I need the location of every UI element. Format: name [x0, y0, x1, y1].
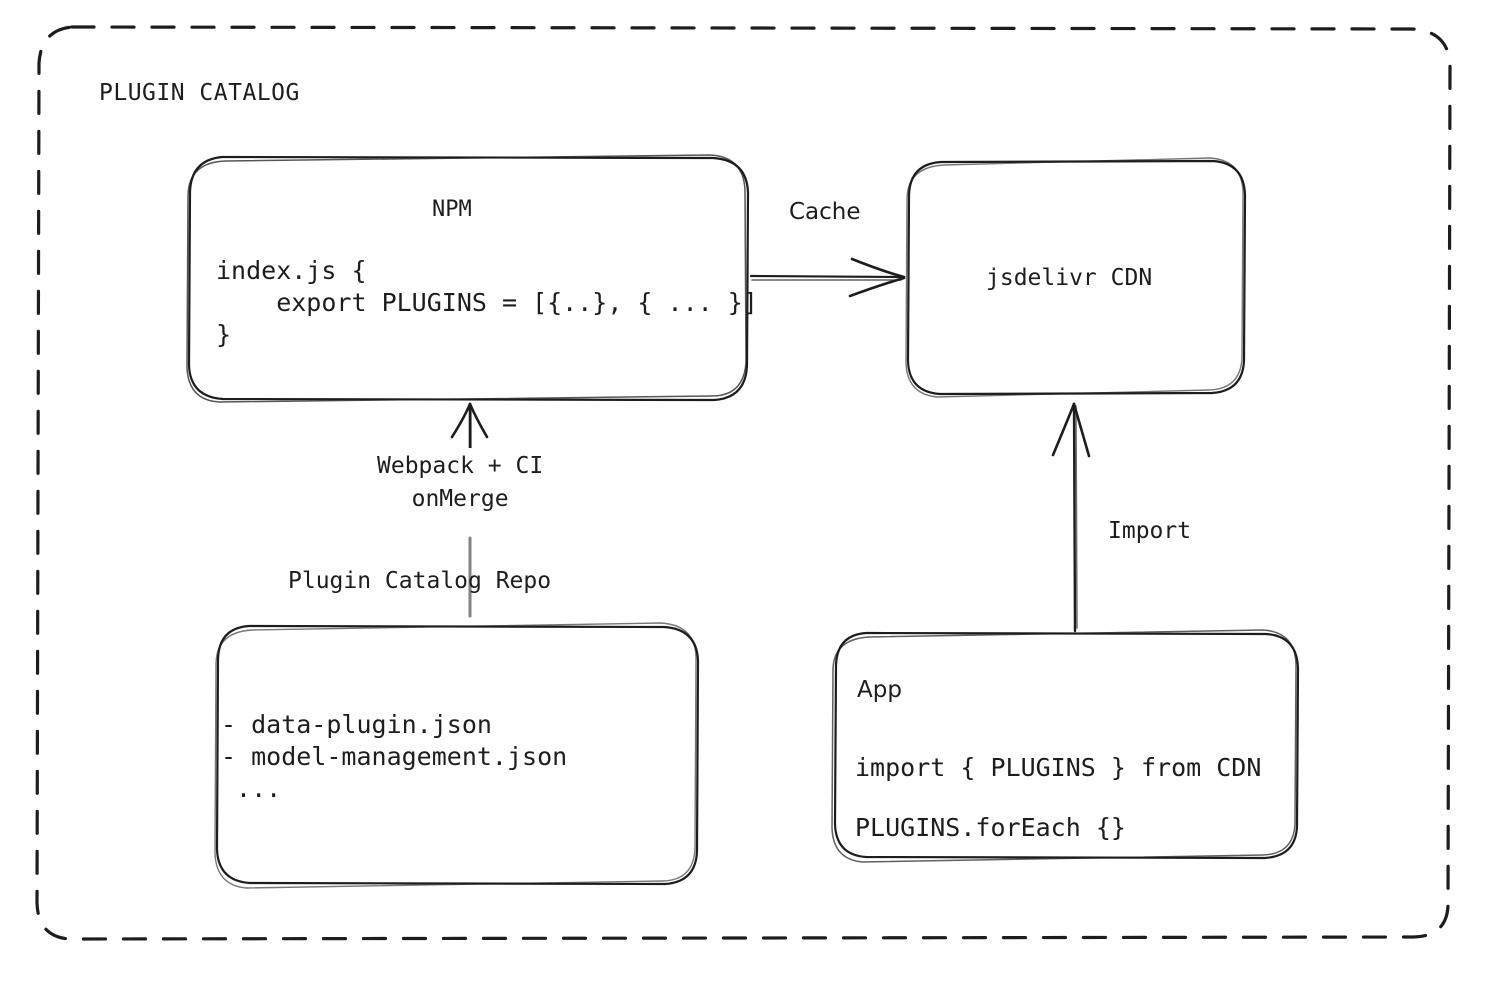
app-node-title: App [857, 677, 902, 703]
app-node-code: import { PLUGINS } from CDN PLUGINS.forE… [855, 753, 1262, 842]
edge-app-to-cdn-arrow [1051, 402, 1091, 633]
npm-node-title: NPM [432, 197, 472, 222]
cdn-node-title: jsdelivr CDN [986, 265, 1153, 291]
edge-label-cache: Cache [789, 199, 861, 225]
frame-title: PLUGIN CATALOG [99, 80, 300, 106]
repo-node-file-list: - data-plugin.json - model-management.js… [221, 710, 568, 803]
edge-npm-to-cdn-arrow [749, 257, 906, 298]
edge-label-import: Import [1108, 518, 1192, 544]
edge-label-webpack-ci-onmerge: Webpack + CI onMerge [371, 448, 550, 518]
repo-node-caption: Plugin Catalog Repo [288, 568, 552, 594]
npm-node-code: index.js { export PLUGINS = [{..}, { ...… [216, 256, 758, 349]
